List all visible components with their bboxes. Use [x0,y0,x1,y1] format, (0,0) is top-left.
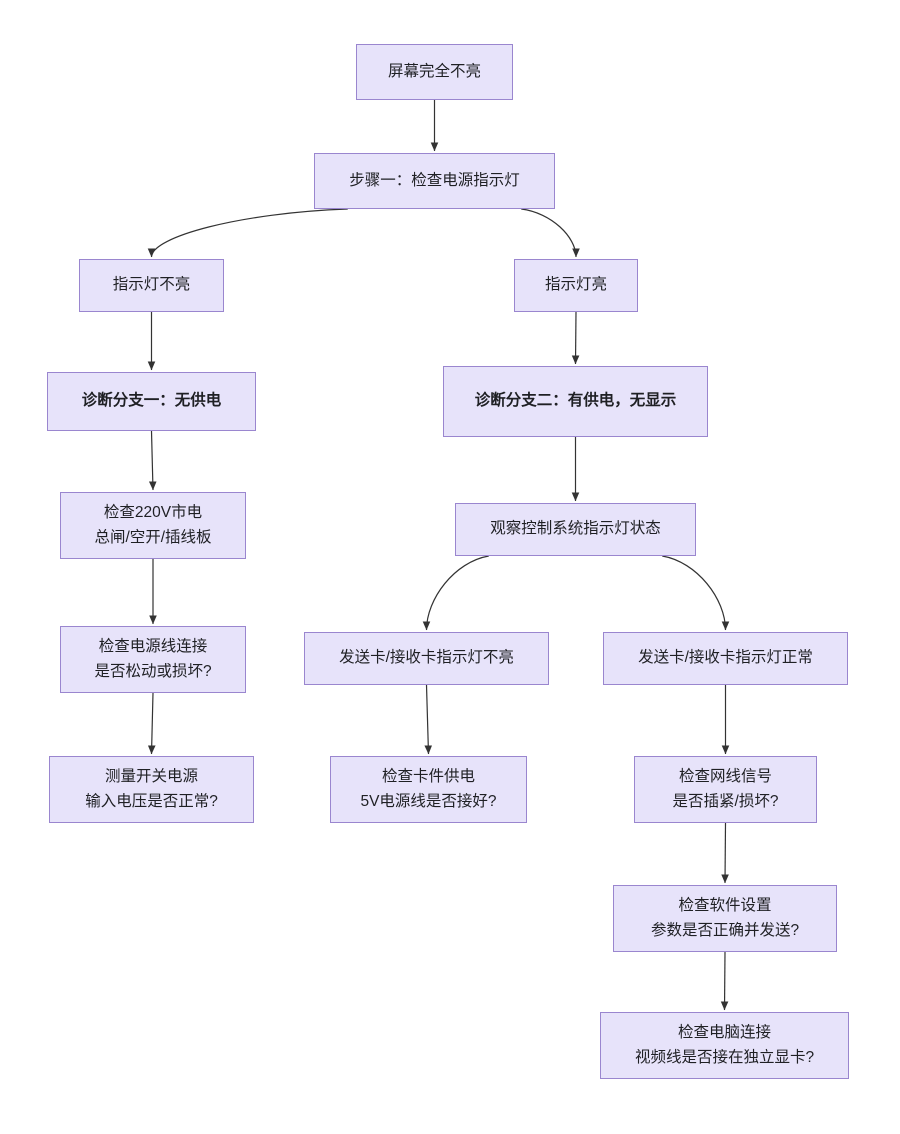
flow-node-label: 检查软件设置 参数是否正确并发送? [650,897,800,939]
flow-node-n14[interactable]: 检查网线信号 是否插紧/损坏? [634,756,817,823]
flow-edge-n2-to-n3 [147,208,348,258]
flow-node-n9[interactable]: 检查电源线连接 是否松动或损坏? [60,626,246,693]
flow-node-n12[interactable]: 测量开关电源 输入电压是否正常? [49,756,254,823]
flow-node-n4[interactable]: 指示灯亮 [514,259,638,312]
flow-node-n8[interactable]: 观察控制系统指示灯状态 [455,503,696,556]
flow-node-n15[interactable]: 检查软件设置 参数是否正确并发送? [613,885,837,952]
flow-edge-n10-to-n13 [424,684,433,755]
flow-node-label: 指示灯不亮 [112,276,191,294]
flow-node-label: 指示灯亮 [544,276,607,294]
flow-node-label: 屏幕完全不亮 [387,62,481,80]
flow-node-n3[interactable]: 指示灯不亮 [79,259,224,312]
flow-node-label: 检查220V市电 总闸/空开/插线板 [94,504,212,546]
flow-node-label: 观察控制系统指示灯状态 [490,520,661,538]
flow-edge-n5-to-n7 [148,430,157,491]
flow-edge-n9-to-n12 [147,692,156,755]
flow-node-label: 发送卡/接收卡指示灯不亮 [339,649,514,667]
flow-node-label: 诊断分支二：有供电，无显示 [474,392,677,410]
flow-edge-n8-to-n10 [422,555,489,631]
flow-edge-n14-to-n15 [721,822,729,884]
flow-edge-n2-to-n4 [521,208,580,258]
flow-node-label: 检查电源线连接 是否松动或损坏? [94,638,212,680]
flow-node-n13[interactable]: 检查卡件供电 5V电源线是否接好? [330,756,527,823]
flow-node-label: 检查电脑连接 视频线是否接在独立显卡? [634,1024,815,1066]
edges-group [147,100,730,1011]
flow-node-n10[interactable]: 发送卡/接收卡指示灯不亮 [304,632,549,685]
flow-node-label: 诊断分支一：无供电 [81,392,222,410]
flow-node-n11[interactable]: 发送卡/接收卡指示灯正常 [603,632,848,685]
flow-node-n16[interactable]: 检查电脑连接 视频线是否接在独立显卡? [600,1012,849,1079]
flow-node-n2[interactable]: 步骤一：检查电源指示灯 [314,153,555,209]
flow-node-n1[interactable]: 屏幕完全不亮 [356,44,513,100]
flow-node-n6[interactable]: 诊断分支二：有供电，无显示 [443,366,708,437]
flow-edge-n8-to-n11 [662,555,730,631]
flow-node-label: 检查卡件供电 5V电源线是否接好? [360,768,497,810]
flow-node-n5[interactable]: 诊断分支一：无供电 [47,372,256,431]
flow-node-label: 步骤一：检查电源指示灯 [349,171,520,189]
flow-edge-n4-to-n6 [571,311,580,365]
flow-node-label: 检查网线信号 是否插紧/损坏? [672,768,779,810]
flow-node-label: 测量开关电源 输入电压是否正常? [85,768,218,810]
flow-node-n7[interactable]: 检查220V市电 总闸/空开/插线板 [60,492,246,559]
flow-node-label: 发送卡/接收卡指示灯正常 [638,649,813,667]
flow-edge-n15-to-n16 [720,951,729,1011]
